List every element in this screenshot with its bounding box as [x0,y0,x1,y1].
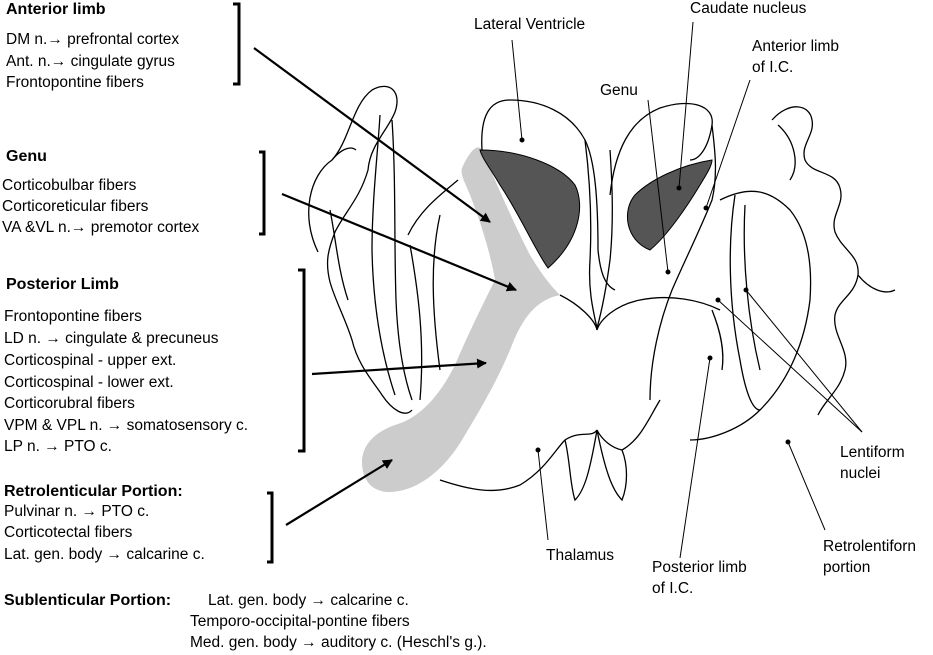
retrolenticular-line: Pulvinar n. → PTO c. [4,503,150,520]
anterior-limb-line: Ant. n.→ cingulate gyrus [6,53,175,70]
label-anterior-limb-ic: of I.C. [752,59,794,76]
retrolenticular-title: Retrolenticular Portion: [4,483,183,500]
arrow-anterior [253,47,491,223]
caudate-left [479,149,581,269]
sublenticular-line: Med. gen. body → auditory c. (Heschl's g… [190,634,487,651]
posterior-limb-line: VPM & VPL n. → somatosensory c. [4,417,249,434]
genu-line: VA &VL n.→ premotor cortex [2,219,200,236]
bracket-retrolenticular [267,491,274,564]
posterior-limb-line: Corticospinal - lower ext. [4,374,174,391]
posterior-limb-line: LD n. → cingulate & precuneus [4,330,219,347]
posterior-limb-line: Corticospinal - upper ext. [4,352,177,369]
bracket-posterior [298,268,306,453]
label-lentiform-nuclei: nuclei [840,465,881,482]
posterior-limb-line: Corticorubral fibers [4,395,135,412]
internal-capsule-fill [362,147,560,493]
label-genu: Genu [600,82,638,99]
ventricle-outline [481,99,713,329]
sublenticular-line: Temporo-occipital-pontine fibers [190,613,410,630]
genu-line: Corticobulbar fibers [2,177,137,194]
posterior-limb-title: Posterior Limb [6,276,119,293]
posterior-limb-line: LP n. → PTO c. [4,438,112,455]
arrow-posterior [311,358,487,376]
anterior-limb-line: DM n.→ prefrontal cortex [6,31,180,48]
posterior-limb-line: Frontopontine fibers [4,308,142,325]
retrolenticular-line: Lat. gen. body → calcarine c. [4,546,205,563]
arrow-retrolenticular [285,459,393,526]
label-thalamus: Thalamus [546,547,615,564]
sublenticular-line: Lat. gen. body → calcarine c. [208,592,409,609]
label-anterior-limb-ic: Anterior limb [752,38,839,55]
section-arrows [253,47,517,526]
section-brackets [233,2,306,564]
anterior-limb-title: Anterior limb [6,1,106,18]
label-caudate-nucleus: Caudate nucleus [690,0,807,17]
label-posterior-limb-ic: of I.C. [652,580,694,597]
label-lateral-ventricle: Lateral Ventricle [474,16,586,33]
left-lentiform-outline [407,179,459,401]
right-cortex-outline [771,106,896,416]
sublenticular-title: Sublenticular Portion: [4,592,172,609]
retrolenticular-line: Corticotectal fibers [4,524,133,541]
anterior-limb-line: Frontopontine fibers [6,74,144,91]
genu-line: Corticoreticular fibers [2,198,149,215]
arrow-genu [281,192,517,292]
bracket-anterior [233,2,241,86]
label-pointer-lines [511,21,863,559]
genu-title: Genu [6,148,47,165]
label-retrolentiform: Retrolentiforn [823,538,917,555]
bracket-genu [259,150,266,236]
thalamus-outline [439,294,721,502]
label-lentiform-nuclei: Lentiform [840,444,905,461]
label-posterior-limb-ic: Posterior limb [652,559,747,576]
label-retrolentiform: portion [823,559,871,576]
left-cortex-outline [308,85,413,414]
caudate-right [627,159,713,251]
right-structures-outline [649,124,812,441]
